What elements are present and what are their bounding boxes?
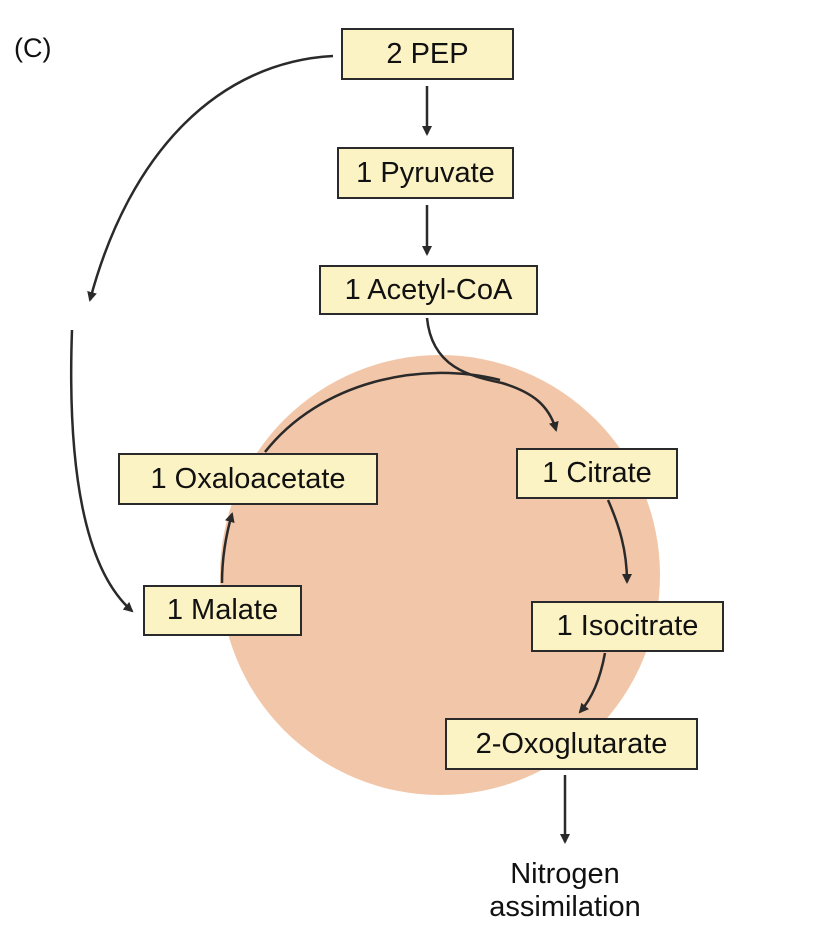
node-isocitrate: 1 Isocitrate <box>531 601 724 652</box>
node-malate: 1 Malate <box>143 585 302 636</box>
node-pyruvate: 1 Pyruvate <box>337 147 514 199</box>
arrow-isocitrate-to-oxoglutarate <box>578 652 607 714</box>
arrow-acetylcoa-to-citrate <box>425 317 559 432</box>
cycle-top-arc <box>264 371 501 453</box>
output-nitrogen-assimilation: Nitrogen assimilation <box>470 858 660 925</box>
output-line-1: Nitrogen <box>510 858 620 890</box>
arrow-pep-to-malate-lower <box>69 329 134 613</box>
arrow-malate-to-oxaloacetate <box>220 512 235 584</box>
arrow-citrate-to-isocitrate <box>606 499 632 584</box>
node-acetyl-coa: 1 Acetyl-CoA <box>319 265 538 315</box>
node-pep: 2 PEP <box>341 28 514 80</box>
arrow-pep-to-malate-upper <box>87 54 334 302</box>
panel-label: (C) <box>14 33 52 63</box>
node-citrate: 1 Citrate <box>516 448 678 499</box>
node-oxoglutarate: 2-Oxoglutarate <box>445 718 698 770</box>
output-line-2: assimilation <box>489 891 641 924</box>
node-oxaloacetate: 1 Oxaloacetate <box>118 453 378 505</box>
